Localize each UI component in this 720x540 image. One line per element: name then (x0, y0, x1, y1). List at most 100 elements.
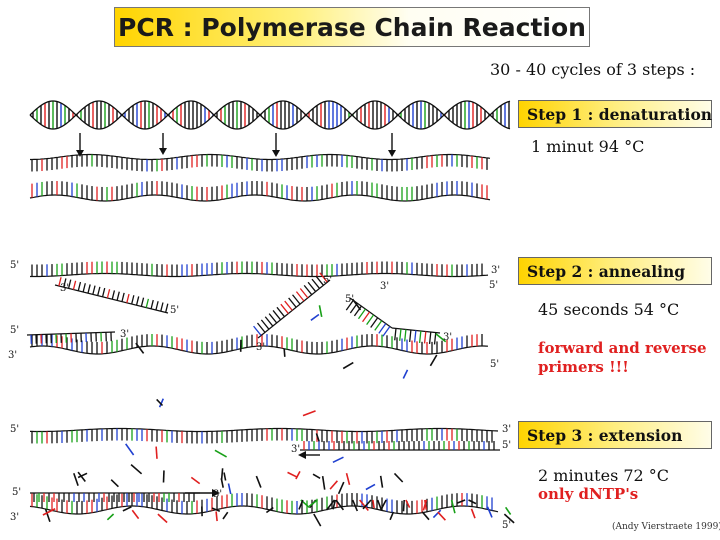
step2-label-3p-d: 3' (120, 329, 129, 340)
step2-primer-left-base (141, 298, 143, 307)
step2-label-3p-b: 3' (60, 283, 69, 294)
step2-fragment-c-base (420, 331, 421, 343)
step2-top-template-backbone (30, 274, 488, 277)
denature-arrow-4-head (388, 150, 396, 157)
step2-label-5p-e: 5' (490, 359, 499, 370)
step2-primer-left-base (166, 304, 168, 313)
step2-label-5p-a: 5' (10, 260, 19, 271)
step2-fragment-c-base (410, 330, 411, 342)
dntp-nucleotide (404, 500, 405, 511)
step3-label-3p-c: 3' (213, 489, 222, 500)
dntp-nucleotide (330, 481, 337, 489)
step2-primer-left-base (132, 295, 134, 304)
dntp-nucleotide (132, 510, 138, 518)
step2-fragment-a-base (254, 326, 262, 335)
step2-fragment-a-base (296, 292, 304, 301)
step1-top-strand-backbone (30, 155, 490, 160)
step2-fragment-a-base (257, 323, 265, 332)
step2-label-3p-f: 3' (256, 342, 265, 353)
dntp-nucleotide (313, 474, 320, 478)
dntp-nucleotide (381, 476, 383, 488)
step2-fragment-c-base (405, 329, 406, 341)
step2-primer-left-base (117, 292, 119, 301)
dntp-nucleotide (131, 465, 142, 474)
step2-fragment-a-base (312, 279, 320, 288)
step2-fragment-a-base (269, 314, 277, 323)
step2-fragment-b-base (371, 318, 378, 328)
dntp-nucleotide (378, 500, 382, 510)
helix-strand-a (30, 101, 510, 129)
step2-fragment-a-base (304, 285, 312, 294)
step1-bottom-strand-backbone (30, 195, 490, 201)
step2-label-3p-c: 3' (380, 281, 389, 292)
step2-primer-left-base (151, 300, 153, 309)
dntp-nucleotide (471, 509, 475, 518)
dntp-nucleotide (126, 444, 134, 455)
step2-label-5p-d: 5' (10, 325, 19, 336)
step3-label-3p-a: 3' (502, 424, 511, 435)
dntp-nucleotide (343, 363, 353, 369)
step2-fragment-a-base (281, 304, 289, 313)
step2-primer-left-base (103, 288, 105, 297)
dntp-nucleotide (314, 514, 321, 526)
step2-fragment-a-base (293, 295, 301, 304)
dntp-nucleotide (224, 472, 226, 480)
step2-fragment-a-base (261, 320, 269, 329)
dntp-nucleotide (487, 507, 492, 518)
dntp-nucleotide (284, 348, 285, 356)
dntp-nucleotide (403, 370, 407, 379)
dntp-nucleotide (430, 355, 436, 366)
dntp-nucleotide (46, 509, 50, 522)
step2-fragment-a-base (285, 301, 293, 310)
step2-primer-left-base (122, 293, 124, 302)
dntp-nucleotide (373, 500, 374, 508)
dntp-nucleotide (296, 471, 300, 479)
step2-fragment-c-base (425, 332, 426, 344)
step3-label-3p-b: 3' (291, 444, 300, 455)
dntp-nucleotide (111, 480, 118, 487)
step2-fragment-a-base (308, 282, 316, 291)
dntp-nucleotide (228, 483, 230, 494)
dntp-nucleotide (74, 473, 78, 485)
dntp-nucleotide (191, 477, 199, 483)
dntp-nucleotide (107, 514, 113, 520)
step2-primer-left-base (93, 286, 95, 295)
dntp-nucleotide (438, 512, 446, 520)
step2-primer-left-base (137, 296, 139, 305)
dntp-nucleotide (506, 507, 511, 514)
dntp-nucleotide (311, 315, 319, 321)
dntp-nucleotide (319, 305, 321, 317)
denature-arrow-2-head (159, 148, 167, 155)
step2-label-5p-b: 5' (170, 305, 179, 316)
step2-primer-left-base (83, 283, 85, 292)
step3-label-5p-a: 5' (10, 424, 19, 435)
step3-top-template-backbone (30, 429, 498, 432)
dntp-nucleotide (216, 512, 217, 522)
step2-primer-left-base (112, 290, 114, 299)
dntp-nucleotide (347, 473, 350, 485)
step2-fragment-a-base (265, 317, 273, 326)
step2-fragment-a-base (277, 307, 285, 316)
step3-label-5p-c: 5' (12, 487, 21, 498)
step2-fragment-b-base (375, 321, 382, 331)
dntp-nucleotide (394, 473, 402, 482)
helix-strand-b (30, 101, 510, 129)
step2-fragment-c-base (395, 328, 396, 340)
dntp-nucleotide (323, 476, 325, 489)
step3-label-3p-d: 3' (10, 512, 19, 523)
step2-fragment-b-base (367, 315, 374, 325)
step3-bottom-template-backbone (30, 506, 498, 514)
step2-primer-left-base (156, 301, 158, 310)
step2-label-3p-a: 3' (491, 265, 500, 276)
dntp-nucleotide (223, 512, 228, 519)
dntp-nucleotide (303, 411, 316, 416)
step2-fragment-b-base (363, 312, 370, 322)
denature-arrow-3-head (272, 150, 280, 157)
step3-label-5p-d: 5' (502, 520, 511, 531)
step3-label-5p-b: 5' (502, 440, 511, 451)
step2-label-3p-g: 3' (443, 332, 452, 343)
dntp-nucleotide (222, 468, 223, 479)
step2-primer-left-base (73, 281, 75, 290)
